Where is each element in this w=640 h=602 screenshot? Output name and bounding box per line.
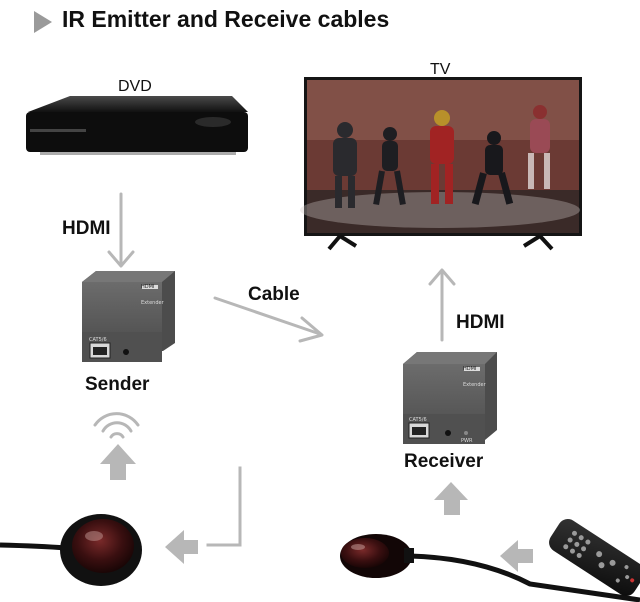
- arrow-cable: [213, 296, 324, 343]
- dvd-player: [26, 96, 248, 155]
- block-arrow-left-right: [500, 540, 533, 572]
- sender-box: [82, 271, 175, 362]
- block-arrow-left: [165, 530, 198, 564]
- wireless-signal-icon: [93, 412, 140, 439]
- ir-emitter: [340, 534, 640, 602]
- sender-brand-label: HDMI: [141, 284, 155, 290]
- sender-label: Sender: [85, 374, 150, 395]
- receiver-label: Receiver: [404, 451, 484, 472]
- page-title: IR Emitter and Receive cables: [62, 6, 390, 32]
- receiver-led-label: PWR: [461, 438, 473, 444]
- hdmi-out-label: HDMI: [456, 312, 505, 333]
- sender-type-label: Extender: [141, 300, 164, 306]
- receiver-type-label: Extender: [463, 382, 486, 388]
- receiver-brand-label: HDMI: [463, 366, 477, 372]
- dvd-label: DVD: [118, 78, 152, 95]
- arrow-hdmi-in: [107, 192, 135, 268]
- arrow-hdmi-out: [428, 268, 456, 342]
- block-arrow-up-left: [100, 444, 136, 480]
- ir-receiver-eye: [0, 514, 142, 586]
- receiver-box: [403, 352, 497, 444]
- hdmi-in-label: HDMI: [62, 218, 111, 239]
- title-triangle-icon: [34, 11, 52, 33]
- sender-port-label: CAT5/6: [89, 337, 107, 343]
- connector-l-line: [206, 466, 242, 547]
- receiver-port-label: CAT5/6: [409, 417, 427, 423]
- remote-control: [549, 518, 640, 596]
- block-arrow-up-right: [434, 482, 468, 515]
- cable-label: Cable: [248, 284, 300, 305]
- tv-label: TV: [430, 61, 451, 78]
- tv-screen-image: [300, 80, 580, 233]
